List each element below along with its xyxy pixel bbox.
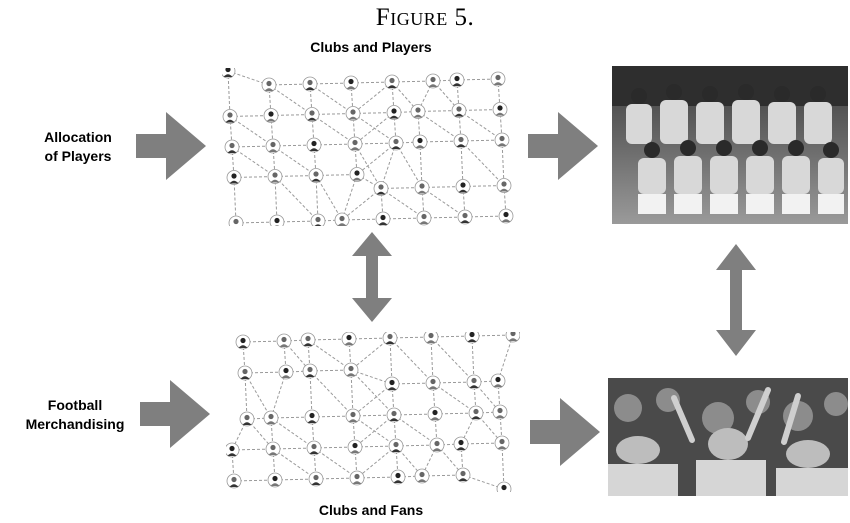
person-node-icon	[308, 471, 324, 487]
person-node-icon	[341, 332, 357, 347]
person-node-icon	[386, 407, 402, 423]
merchandising-line1: Football	[47, 397, 103, 413]
clubs-fans-network-image	[226, 332, 520, 492]
person-node-icon	[267, 472, 283, 488]
person-node-icon	[347, 439, 363, 455]
person-node-icon	[455, 179, 471, 194]
merchandising-line2: Merchandising	[25, 416, 125, 432]
person-node-icon	[429, 437, 445, 453]
person-node-icon	[455, 467, 471, 483]
arrow-right-icon	[530, 398, 602, 466]
person-node-icon	[334, 212, 350, 226]
person-node-icon	[375, 211, 391, 226]
person-node-icon	[278, 364, 294, 380]
person-node-icon	[468, 405, 484, 421]
person-node-icon	[226, 170, 242, 185]
person-node-icon	[386, 105, 402, 120]
person-node-icon	[492, 404, 508, 420]
person-node-icon	[388, 438, 404, 454]
top-network-label: Clubs and Players	[310, 39, 432, 55]
person-node-icon	[304, 409, 320, 425]
person-node-icon	[276, 333, 292, 349]
person-node-icon	[349, 470, 365, 486]
person-node-icon	[423, 332, 439, 345]
person-node-icon	[239, 411, 255, 427]
person-node-icon	[226, 473, 242, 489]
person-node-icon	[237, 365, 253, 381]
person-node-icon	[449, 72, 465, 88]
person-node-icon	[345, 408, 361, 424]
person-node-icon	[222, 68, 236, 79]
person-node-icon	[302, 363, 318, 379]
person-node-icon	[343, 362, 359, 378]
person-node-icon	[343, 75, 359, 91]
person-node-icon	[263, 108, 279, 123]
person-node-icon	[222, 109, 238, 124]
allocation-line2: of Players	[44, 148, 112, 164]
person-node-icon	[263, 410, 279, 426]
person-node-icon	[224, 139, 240, 155]
arrow-right-icon	[140, 380, 212, 448]
person-node-icon	[490, 373, 506, 389]
person-node-icon	[388, 135, 404, 151]
person-node-icon	[390, 469, 406, 485]
person-node-icon	[310, 213, 326, 226]
person-node-icon	[425, 375, 441, 391]
person-node-icon	[261, 77, 277, 93]
person-node-icon	[505, 332, 520, 343]
person-node-icon	[349, 167, 365, 182]
person-node-icon	[306, 440, 322, 456]
person-node-icon	[492, 102, 508, 117]
person-node-icon	[265, 441, 281, 457]
person-node-icon	[494, 435, 510, 451]
double-arrow-vertical-icon	[352, 232, 392, 322]
arrow-right-icon	[136, 112, 208, 180]
person-node-icon	[414, 180, 430, 195]
person-node-icon	[451, 103, 467, 118]
arrow-right-icon	[528, 112, 600, 180]
person-node-icon	[498, 208, 514, 224]
person-node-icon	[347, 136, 363, 152]
person-node-icon	[425, 73, 441, 89]
person-node-icon	[412, 134, 428, 150]
clubs-players-network-image	[222, 68, 516, 226]
person-node-icon	[453, 133, 469, 149]
person-node-icon	[384, 74, 400, 90]
person-node-icon	[494, 132, 510, 148]
person-node-icon	[300, 332, 316, 348]
person-node-icon	[427, 406, 443, 422]
person-node-icon	[457, 209, 473, 225]
team-photo	[612, 66, 848, 224]
fans-photo	[608, 378, 848, 496]
person-node-icon	[464, 332, 480, 344]
person-node-icon	[226, 442, 240, 458]
person-node-icon	[345, 106, 361, 121]
person-node-icon	[265, 138, 281, 154]
person-node-icon	[308, 168, 324, 183]
person-node-icon	[306, 137, 322, 153]
person-node-icon	[228, 215, 244, 226]
football-merchandising-label: Football Merchandising	[14, 396, 136, 434]
person-node-icon	[384, 376, 400, 392]
person-node-icon	[490, 71, 506, 87]
bottom-network-label: Clubs and Fans	[318, 502, 424, 518]
person-node-icon	[414, 468, 430, 484]
allocation-line1: Allocation	[44, 129, 112, 145]
person-node-icon	[302, 76, 318, 92]
person-node-icon	[496, 178, 512, 193]
figure-title: Figure 5.	[375, 4, 475, 31]
person-node-icon	[382, 332, 398, 346]
person-node-icon	[269, 214, 285, 226]
person-node-icon	[373, 181, 389, 196]
person-node-icon	[416, 210, 432, 226]
person-node-icon	[496, 481, 512, 492]
person-node-icon	[466, 374, 482, 390]
person-node-icon	[235, 334, 251, 350]
double-arrow-vertical-icon	[716, 244, 756, 356]
person-node-icon	[453, 436, 469, 452]
person-node-icon	[304, 107, 320, 122]
person-node-icon	[410, 104, 426, 119]
person-node-icon	[267, 169, 283, 184]
allocation-of-players-label: Allocation of Players	[18, 128, 138, 166]
